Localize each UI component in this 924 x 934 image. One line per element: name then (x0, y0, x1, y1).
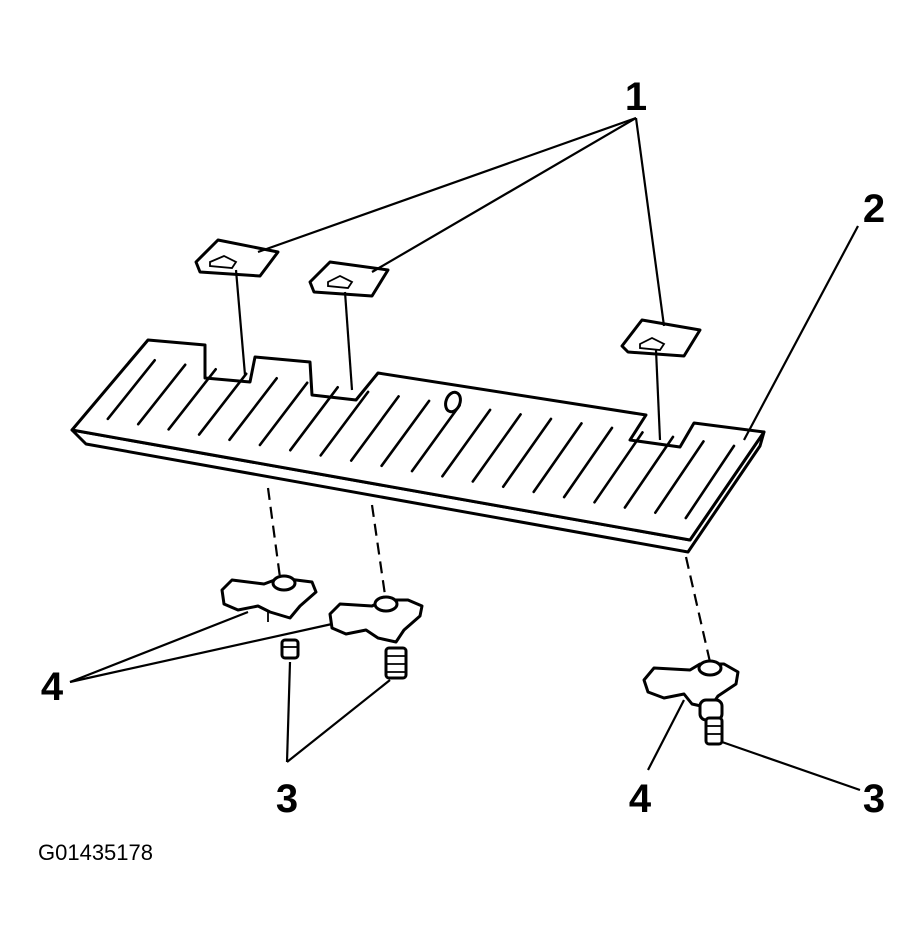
clip-middle (308, 260, 390, 298)
figure-id: G01435178 (38, 840, 153, 865)
fastener-right-guide (684, 556, 712, 663)
panel-slot (380, 399, 431, 468)
callout-4-right: 4 (629, 777, 652, 821)
callout-1: 1 (625, 75, 647, 119)
leader-1-b (371, 117, 637, 273)
stud-middle (384, 646, 408, 680)
clip-right-guide (654, 349, 662, 441)
callout-3-left: 3 (276, 777, 298, 821)
leader-1-c (634, 117, 666, 327)
panel-slot (319, 390, 370, 457)
panel-slot (593, 431, 644, 504)
fastener-middle-guide (370, 504, 387, 596)
leader-3-a (285, 661, 292, 763)
panel-slot (653, 440, 705, 515)
panel-slot (258, 381, 309, 447)
leader-2 (743, 225, 859, 441)
leader-3-b (286, 679, 391, 763)
panel-slot (562, 426, 614, 499)
panel-slot (349, 395, 400, 462)
panel-slot (623, 435, 675, 509)
clip-right (620, 318, 702, 358)
clip-left (194, 238, 280, 278)
leader-4-b (69, 622, 333, 684)
wing-nut-middle (328, 595, 424, 644)
leader-3-c (721, 740, 861, 792)
panel-slot (684, 444, 736, 520)
stud-right (698, 698, 724, 746)
panel-slot (501, 417, 553, 489)
panel-slot (228, 376, 279, 442)
stud-left (280, 638, 300, 660)
panel-slot (106, 358, 156, 421)
panel-slot (410, 404, 461, 473)
panel-slot (532, 422, 583, 494)
wing-nut-left (220, 574, 318, 622)
leader-1-a (257, 116, 637, 254)
clip-left-guide (234, 269, 247, 376)
panel-slot (441, 408, 492, 478)
panel-slot (197, 372, 248, 436)
leader-4-a (69, 610, 249, 684)
callout-2: 2 (863, 187, 885, 231)
leader-4-c (647, 699, 685, 771)
panel-slots (106, 358, 736, 520)
clip-middle-guide (343, 291, 354, 391)
callout-4-left: 4 (41, 665, 64, 709)
panel-part (70, 338, 766, 554)
panel-slot (288, 385, 340, 452)
panel-slot (167, 367, 217, 431)
callout-3-right: 3 (863, 777, 885, 821)
fastener-left-guide (266, 487, 283, 586)
panel-slot (136, 363, 187, 426)
wing-nut-right (642, 659, 740, 710)
panel-slot (471, 413, 522, 483)
